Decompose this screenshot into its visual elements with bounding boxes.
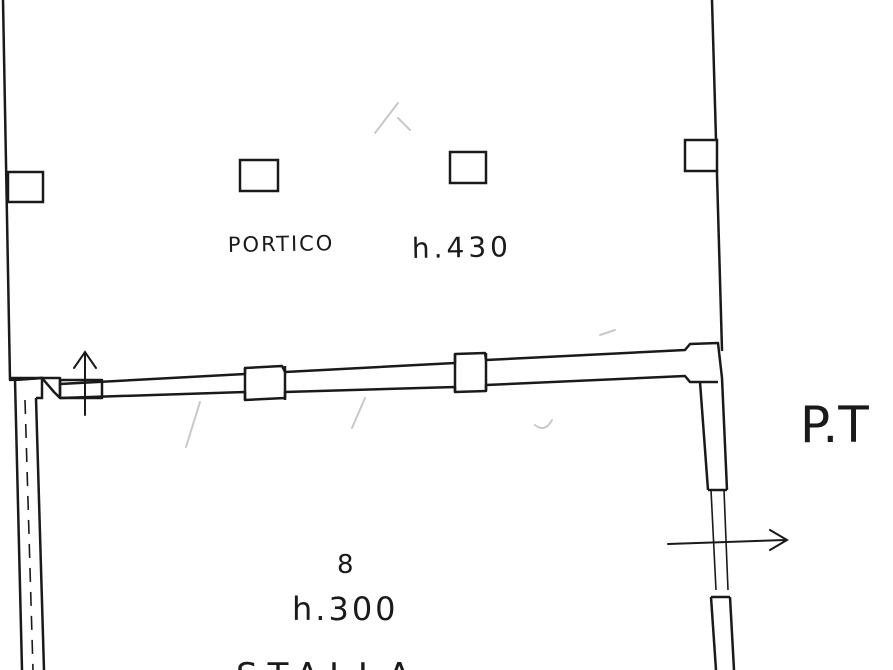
room-exit-arrow — [667, 529, 789, 551]
right-wall — [698, 377, 736, 670]
entrance-arrows — [73, 350, 789, 551]
room-number-label: 8 — [337, 550, 354, 580]
portico-entry-arrow — [73, 350, 97, 416]
pillar-2 — [238, 158, 280, 193]
portico-label: PORTICO — [228, 231, 335, 257]
pillar-left — [6, 170, 45, 204]
room-height-label: h.300 — [292, 590, 399, 628]
dividing-wall — [9, 341, 724, 402]
portico-pillars — [6, 138, 719, 204]
left-wall — [13, 376, 46, 670]
pillar-3 — [448, 150, 488, 185]
faint-marks — [185, 102, 616, 448]
portico-outline — [1, 0, 724, 382]
pillar-right — [683, 138, 719, 173]
portico-height-label: h.430 — [412, 230, 513, 265]
floor-label: P.T — [800, 396, 869, 454]
room-name-label: STALLA — [236, 656, 421, 670]
